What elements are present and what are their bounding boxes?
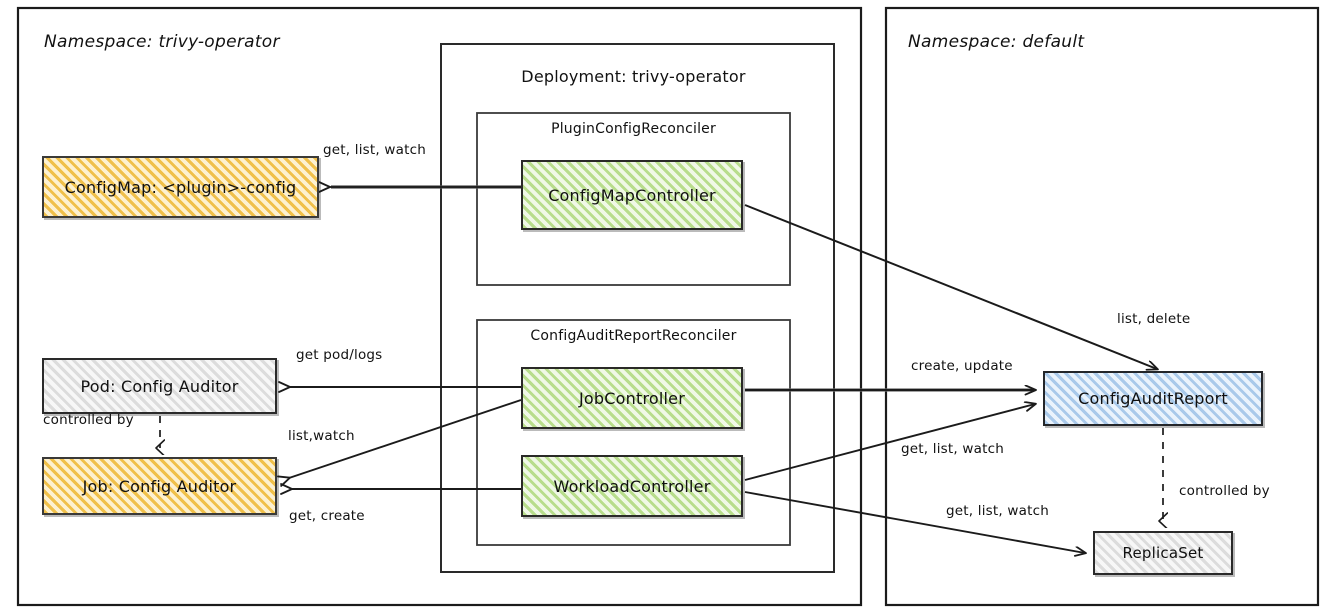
edge-configmap-controller-to-config-audit-report xyxy=(744,204,1157,369)
edge-job-controller-to-job xyxy=(277,399,522,487)
node-pod-config-auditor[interactable]: Pod: Config Auditor xyxy=(42,358,277,414)
node-configmap-controller[interactable]: ConfigMapController xyxy=(521,160,743,230)
node-configmap[interactable]: ConfigMap: <plugin>-config xyxy=(42,156,319,218)
group-plugin-config-reconciler-border xyxy=(476,112,791,286)
node-job-config-auditor[interactable]: Job: Config Auditor xyxy=(42,457,277,515)
namespace-trivy-operator-border xyxy=(16,6,863,607)
node-config-audit-report[interactable]: ConfigAuditReport xyxy=(1043,371,1263,426)
namespace-default-border xyxy=(884,6,1320,607)
group-deployment-border xyxy=(440,43,835,573)
node-replicaset[interactable]: ReplicaSet xyxy=(1093,531,1233,575)
node-workload-controller[interactable]: WorkloadController xyxy=(521,455,743,517)
edge-workload-controller-to-config-audit-report xyxy=(744,404,1035,481)
group-config-audit-report-reconciler-border xyxy=(476,319,791,546)
edge-workload-controller-to-replicaset xyxy=(744,491,1085,553)
node-job-controller[interactable]: JobController xyxy=(521,367,743,429)
